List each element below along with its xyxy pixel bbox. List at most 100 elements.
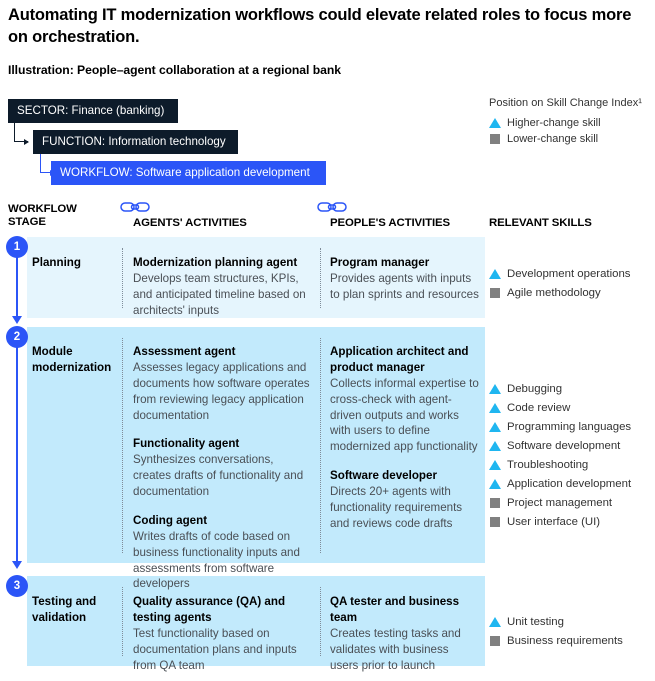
triangle-marker-icon <box>489 478 501 489</box>
skill-item: Project management <box>489 493 654 512</box>
square-marker-icon <box>490 133 500 144</box>
triangle-marker-icon <box>489 268 501 279</box>
activity-block: Coding agent Writes drafts of code based… <box>133 513 313 592</box>
activity-block: Application architect and product manage… <box>330 344 480 455</box>
column-divider <box>320 587 321 656</box>
relevant-skills-1: Development operations Agile methodology <box>489 264 654 302</box>
stage-band-1 <box>27 237 485 318</box>
triangle-marker-icon <box>489 402 501 413</box>
stage-label-1: Planning <box>32 256 81 269</box>
column-header-peoples-activities: PEOPLE'S ACTIVITIES <box>330 217 451 229</box>
activity-block: QA tester and business team Creates test… <box>330 594 480 673</box>
column-divider <box>122 248 123 308</box>
skill-item: Programming languages <box>489 417 654 436</box>
activity-heading: Functionality agent <box>133 437 240 451</box>
activity-body: Creates testing tasks and validates with… <box>330 626 461 672</box>
chain-link-icon <box>317 200 347 219</box>
triangle-marker-icon <box>489 117 501 128</box>
square-marker-icon <box>490 497 500 508</box>
stage-label-2: Module modernization <box>32 345 112 374</box>
skill-item: Development operations <box>489 264 654 283</box>
relevant-skills-3: Unit testing Business requirements <box>489 612 654 650</box>
activity-block: Software developer Directs 20+ agents wi… <box>330 468 480 532</box>
activity-body: Develops team structures, KPIs, and anti… <box>133 271 306 317</box>
skill-label: Agile methodology <box>507 286 601 299</box>
activity-block: Assessment agent Assesses legacy applica… <box>133 344 313 423</box>
activity-block: Program manager Provides agents with inp… <box>330 255 480 303</box>
skill-label: User interface (UI) <box>507 515 601 528</box>
triangle-marker-icon <box>489 616 501 627</box>
activity-heading: Coding agent <box>133 513 208 527</box>
triangle-marker-icon <box>489 440 501 451</box>
activity-heading: Assessment agent <box>133 345 236 358</box>
subtitle: Illustration: People–agent collaboration… <box>8 63 341 77</box>
people-activities-3: QA tester and business team Creates test… <box>330 594 480 673</box>
step-badge-2: 2 <box>6 326 28 348</box>
arrow-down-icon <box>12 561 22 569</box>
skill-item: Agile methodology <box>489 283 654 302</box>
stage-band-2 <box>27 327 485 563</box>
activity-body: Synthesizes conversations, creates draft… <box>133 453 304 498</box>
legend: Position on Skill Change Index¹ Higher-c… <box>489 96 649 149</box>
activity-body: Collects informal expertise to cross-che… <box>330 376 479 454</box>
skill-label: Troubleshooting <box>507 458 589 471</box>
square-marker-icon <box>490 516 500 527</box>
skill-label: Software development <box>507 439 621 452</box>
page-title: Automating IT modernization workflows co… <box>8 6 632 47</box>
legend-item-label: Lower-change skill <box>507 132 599 145</box>
column-divider <box>122 338 123 553</box>
arrow-down-icon <box>12 316 22 324</box>
column-header-relevant-skills: RELEVANT SKILLS <box>489 217 592 229</box>
skill-label: Code review <box>507 401 571 414</box>
relevant-skills-2: Debugging Code review Programming langua… <box>489 379 654 531</box>
skill-item: Unit testing <box>489 612 654 631</box>
activity-block: Quality assurance (QA) and testing agent… <box>133 594 313 673</box>
activity-heading: Modernization planning agent <box>133 256 298 269</box>
skill-item: Code review <box>489 398 654 417</box>
skill-label: Business requirements <box>507 634 623 647</box>
column-divider <box>122 587 123 656</box>
flow-connector <box>12 255 22 324</box>
legend-item-higher-change: Higher-change skill <box>489 117 649 129</box>
activity-body: Writes drafts of code based on business … <box>133 529 300 591</box>
stage-label-3: Testing and validation <box>32 595 97 624</box>
skill-label: Debugging <box>507 382 563 395</box>
chip-function: FUNCTION: Information technology <box>33 130 238 154</box>
activity-body: Assesses legacy applications and documen… <box>133 360 310 422</box>
activity-heading: Program manager <box>330 256 430 269</box>
skill-item: Debugging <box>489 379 654 398</box>
skill-label: Programming languages <box>507 420 632 433</box>
people-activities-1: Program manager Provides agents with inp… <box>330 255 480 303</box>
legend-item-lower-change: Lower-change skill <box>489 133 649 145</box>
activity-heading: QA tester and business team <box>330 595 460 624</box>
triangle-marker-icon <box>489 383 501 394</box>
activity-body: Directs 20+ agents with functionality re… <box>330 485 463 530</box>
legend-item-label: Higher-change skill <box>507 116 601 129</box>
skill-label: Unit testing <box>507 615 564 628</box>
legend-title: Position on Skill Change Index¹ <box>489 97 642 109</box>
skill-item: Troubleshooting <box>489 455 654 474</box>
activity-body: Provides agents with inputs to plan spri… <box>330 271 479 301</box>
column-header-workflow-stage: WORKFLOW STAGE <box>8 203 77 229</box>
skill-item: Application development <box>489 474 654 493</box>
square-marker-icon <box>490 287 500 298</box>
agents-activities-1: Modernization planning agent Develops te… <box>133 255 313 319</box>
stage-band-3 <box>27 576 485 666</box>
skill-item: Business requirements <box>489 631 654 650</box>
column-header-agents-activities: AGENTS' ACTIVITIES <box>133 217 247 229</box>
activity-heading: Software developer <box>330 469 437 483</box>
activity-heading: Application architect and product manage… <box>330 345 469 374</box>
chain-link-icon <box>120 200 150 219</box>
chip-workflow: WORKFLOW: Software application developme… <box>51 161 326 185</box>
square-marker-icon <box>490 635 500 646</box>
triangle-marker-icon <box>489 421 501 432</box>
skill-label: Development operations <box>507 267 631 280</box>
step-badge-3: 3 <box>6 575 28 597</box>
step-badge-1: 1 <box>6 236 28 258</box>
activity-block: Functionality agent Synthesizes conversa… <box>133 436 313 500</box>
activity-body: Test functionality based on documentatio… <box>133 626 297 672</box>
skill-item: Software development <box>489 436 654 455</box>
column-divider <box>320 248 321 308</box>
skill-label: Application development <box>507 477 632 490</box>
connector-sector-to-function <box>14 123 29 145</box>
